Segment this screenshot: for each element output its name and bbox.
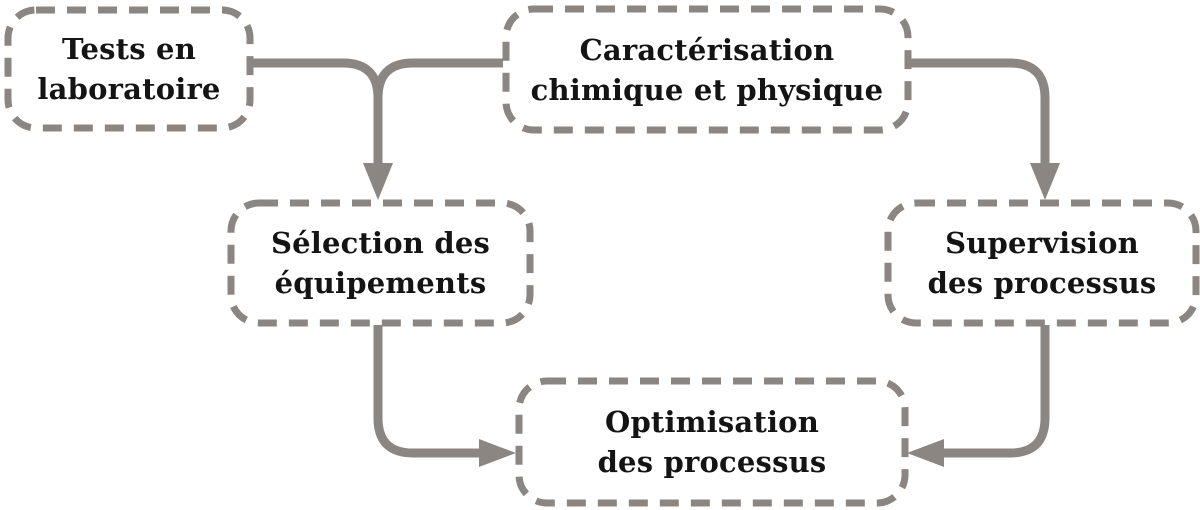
node-label-line: laboratoire xyxy=(37,72,221,106)
node-label-line: des processus xyxy=(927,266,1157,300)
node-tests-laboratoire: Tests en laboratoire xyxy=(8,10,250,128)
node-label-line: Supervision xyxy=(945,226,1139,260)
node-label-line: Tests en xyxy=(62,32,196,66)
node-label-line: Caractérisation xyxy=(579,32,835,67)
node-border-tests-laboratoire xyxy=(4,6,254,132)
arrow-caracterisation-to-selection xyxy=(373,58,503,99)
node-supervision-processus: Supervision des processus xyxy=(888,203,1196,323)
arrowhead-into-optimisation-right xyxy=(907,439,944,467)
node-caracterisation: Caractérisation chimique et physique xyxy=(506,9,908,130)
arrow-selection-to-optimisation xyxy=(373,325,481,458)
node-border-selection-equipements xyxy=(227,199,534,327)
node-label-line: chimique et physique xyxy=(530,72,884,107)
node-border-optimisation-processus xyxy=(515,377,909,507)
arrowhead-into-optimisation-left xyxy=(479,439,516,467)
node-border-caracterisation xyxy=(502,5,912,134)
node-label-line: Sélection des xyxy=(270,226,491,260)
arrow-tests-to-selection xyxy=(250,58,383,168)
node-selection-equipements: Sélection des équipements xyxy=(231,203,530,323)
arrowhead-into-selection xyxy=(363,163,393,200)
node-border-supervision-processus xyxy=(884,199,1200,327)
arrowhead-into-supervision xyxy=(1030,163,1060,200)
node-label-line: des processus xyxy=(597,445,827,479)
arrow-supervision-to-optimisation xyxy=(942,325,1050,458)
node-optimisation-processus: Optimisation des processus xyxy=(519,381,905,503)
node-label-line: Optimisation xyxy=(604,405,819,439)
node-label-line: équipements xyxy=(274,266,487,300)
arrow-caracterisation-to-supervision xyxy=(911,58,1050,168)
